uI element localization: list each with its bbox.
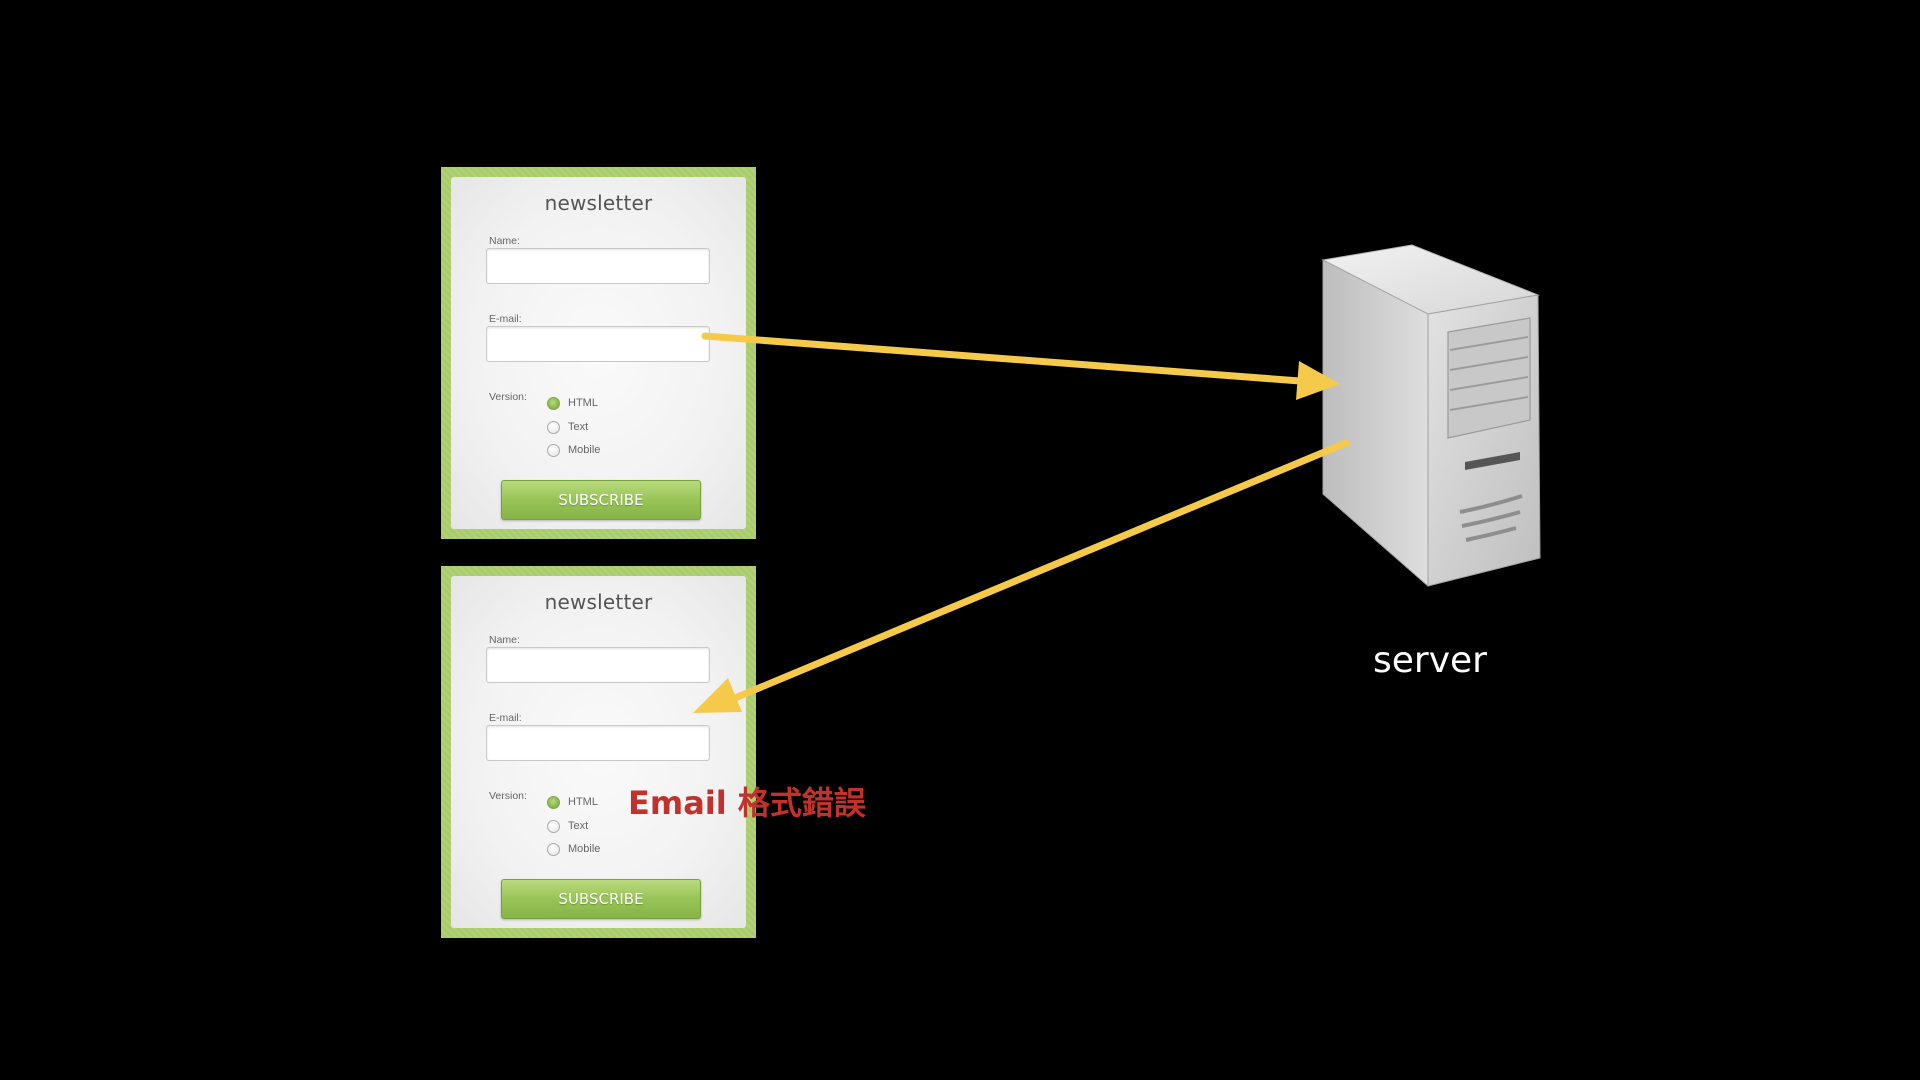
- name-label: Name:: [489, 634, 520, 646]
- email-input[interactable]: [486, 725, 710, 761]
- version-option-label: Text: [568, 421, 589, 433]
- form-panel: newsletter Name: E-mail: Version: HTML T…: [451, 177, 746, 529]
- radio-unchecked-icon[interactable]: [547, 819, 560, 833]
- email-format-error-message: Email 格式錯誤: [628, 784, 866, 822]
- request-arrow: [701, 332, 1340, 400]
- radio-unchecked-icon[interactable]: [547, 443, 560, 457]
- email-input[interactable]: [486, 326, 710, 362]
- version-option-label: Mobile: [568, 843, 601, 855]
- newsletter-form-response: newsletter Name: E-mail: Version: HTML T…: [441, 566, 756, 938]
- version-option-html[interactable]: HTML: [547, 794, 598, 810]
- version-label: Version:: [489, 790, 527, 802]
- response-arrow: [693, 439, 1350, 713]
- subscribe-button[interactable]: SUBSCRIBE: [501, 879, 701, 919]
- subscribe-button[interactable]: SUBSCRIBE: [501, 480, 701, 520]
- server-icon: [1321, 244, 1541, 588]
- name-input[interactable]: [486, 647, 710, 683]
- version-option-text[interactable]: Text: [547, 419, 588, 435]
- version-option-label: Text: [568, 820, 589, 832]
- name-input[interactable]: [486, 248, 710, 284]
- version-option-label: HTML: [568, 397, 598, 409]
- server-label: server: [1373, 640, 1487, 681]
- email-label: E-mail:: [489, 313, 522, 325]
- version-option-label: HTML: [568, 796, 598, 808]
- form-title: newsletter: [544, 191, 653, 215]
- version-option-html[interactable]: HTML: [547, 395, 598, 411]
- version-option-label: Mobile: [568, 444, 601, 456]
- version-option-mobile[interactable]: Mobile: [547, 841, 600, 857]
- radio-unchecked-icon[interactable]: [547, 842, 560, 856]
- form-title: newsletter: [544, 590, 653, 614]
- radio-unchecked-icon[interactable]: [547, 420, 560, 434]
- version-option-text[interactable]: Text: [547, 818, 588, 834]
- version-label: Version:: [489, 391, 527, 403]
- name-label: Name:: [489, 235, 520, 247]
- version-option-mobile[interactable]: Mobile: [547, 442, 600, 458]
- radio-checked-icon[interactable]: [547, 396, 560, 410]
- email-label: E-mail:: [489, 712, 522, 724]
- newsletter-form-request: newsletter Name: E-mail: Version: HTML T…: [441, 167, 756, 539]
- form-panel: newsletter Name: E-mail: Version: HTML T…: [451, 576, 746, 928]
- radio-checked-icon[interactable]: [547, 795, 560, 809]
